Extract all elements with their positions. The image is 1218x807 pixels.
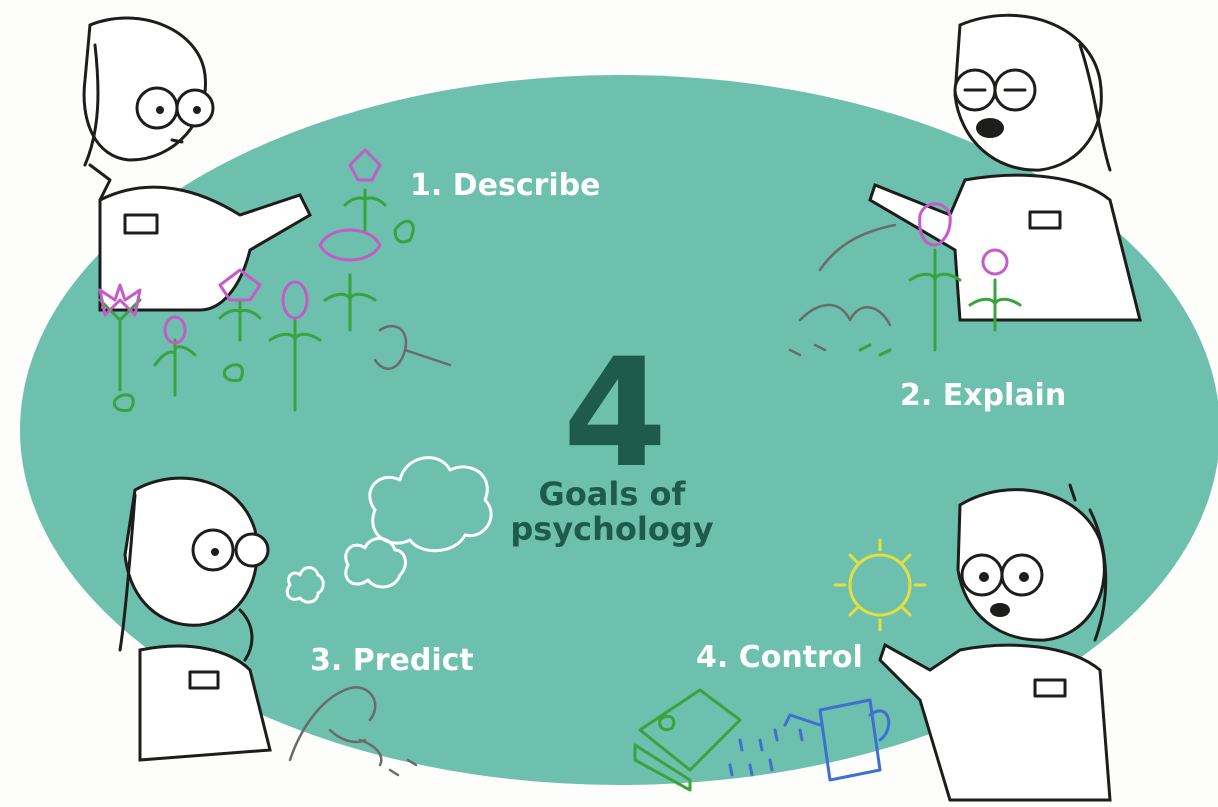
plants-predict (288, 686, 418, 777)
thought-clouds (285, 456, 493, 604)
watering-can-icon (728, 698, 891, 782)
cloud-icon (344, 537, 407, 589)
center-line-2: psychology (510, 510, 713, 548)
goal-label-control: 4. Control (696, 640, 863, 675)
wilted-flower-icon (373, 324, 452, 370)
character-control (878, 483, 1112, 802)
wilted-flower-icon (288, 686, 383, 767)
cloud-icon (368, 456, 493, 553)
cloud-icon (285, 566, 325, 604)
goal-label-describe: 1. Describe (410, 168, 601, 203)
center-line-1: Goals of (539, 475, 687, 513)
goal-label-explain: 2. Explain (900, 378, 1066, 413)
wilted-flower-icon (788, 303, 892, 357)
flower-icon (98, 283, 142, 317)
control-items (633, 538, 927, 792)
character-predict (118, 476, 272, 762)
plants-describe (98, 148, 452, 412)
character-describe (82, 16, 312, 312)
character-explain (868, 13, 1142, 322)
background-oval (20, 75, 1218, 785)
seed-packet-icon (633, 688, 742, 792)
plants-explain (788, 202, 1022, 357)
sun-icon (833, 538, 927, 632)
goal-label-predict: 3. Predict (310, 643, 474, 678)
flower-icon (918, 202, 952, 247)
center-number: 4 (563, 327, 667, 501)
center-title: 4 Goals of psychology (510, 327, 713, 548)
